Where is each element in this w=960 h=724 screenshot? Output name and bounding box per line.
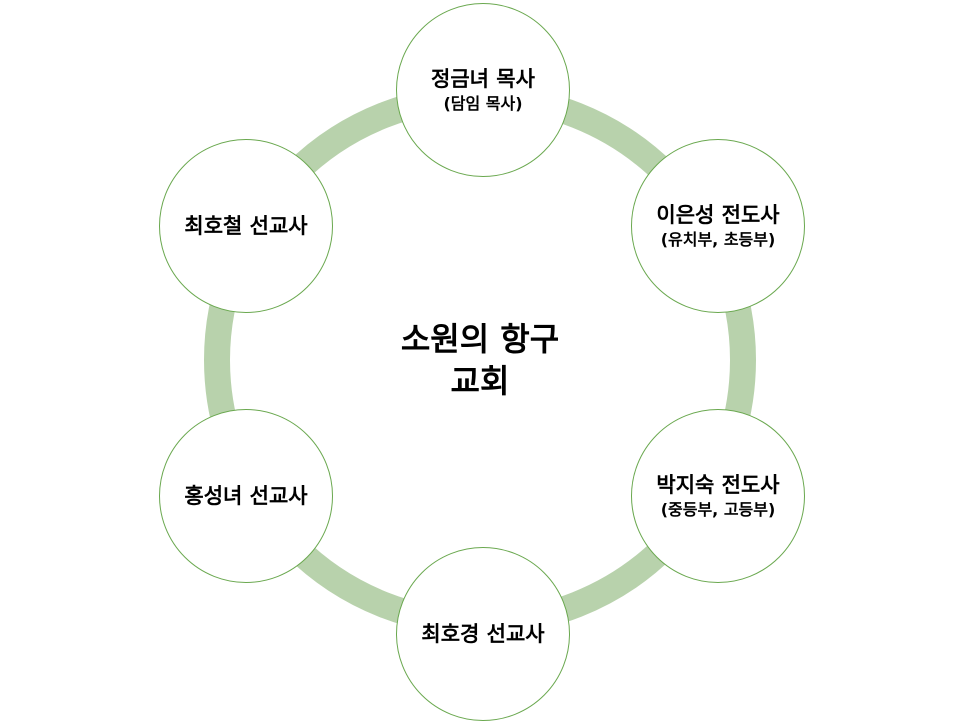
node-evangelist-kindergarten-elementary: 이은성 전도사 (유치부, 초등부) [631, 139, 805, 313]
node-role: (담임 목사) [443, 93, 523, 113]
node-missionary-upper-left: 최호철 선교사 [159, 139, 333, 313]
node-evangelist-middle-high: 박지숙 전도사 (중등부, 고등부) [631, 409, 805, 583]
node-name: 홍성녀 선교사 [184, 483, 308, 508]
node-name: 최호철 선교사 [184, 213, 308, 238]
center-title-line-1: 소원의 항구 [400, 320, 560, 358]
node-missionary-bottom: 최호경 선교사 [396, 547, 570, 721]
node-senior-pastor: 정금녀 목사 (담임 목사) [396, 3, 570, 177]
node-role: (중등부, 고등부) [660, 499, 776, 519]
center-title-line-2: 교회 [450, 362, 510, 400]
node-name: 최호경 선교사 [421, 621, 545, 646]
node-missionary-lower-left: 홍성녀 선교사 [159, 409, 333, 583]
node-role: (유치부, 초등부) [660, 229, 776, 249]
node-name: 정금녀 목사 [431, 66, 535, 91]
node-name: 박지숙 전도사 [656, 472, 780, 497]
node-name: 이은성 전도사 [656, 202, 780, 227]
center-title: 소원의 항구 교회 [330, 318, 630, 402]
